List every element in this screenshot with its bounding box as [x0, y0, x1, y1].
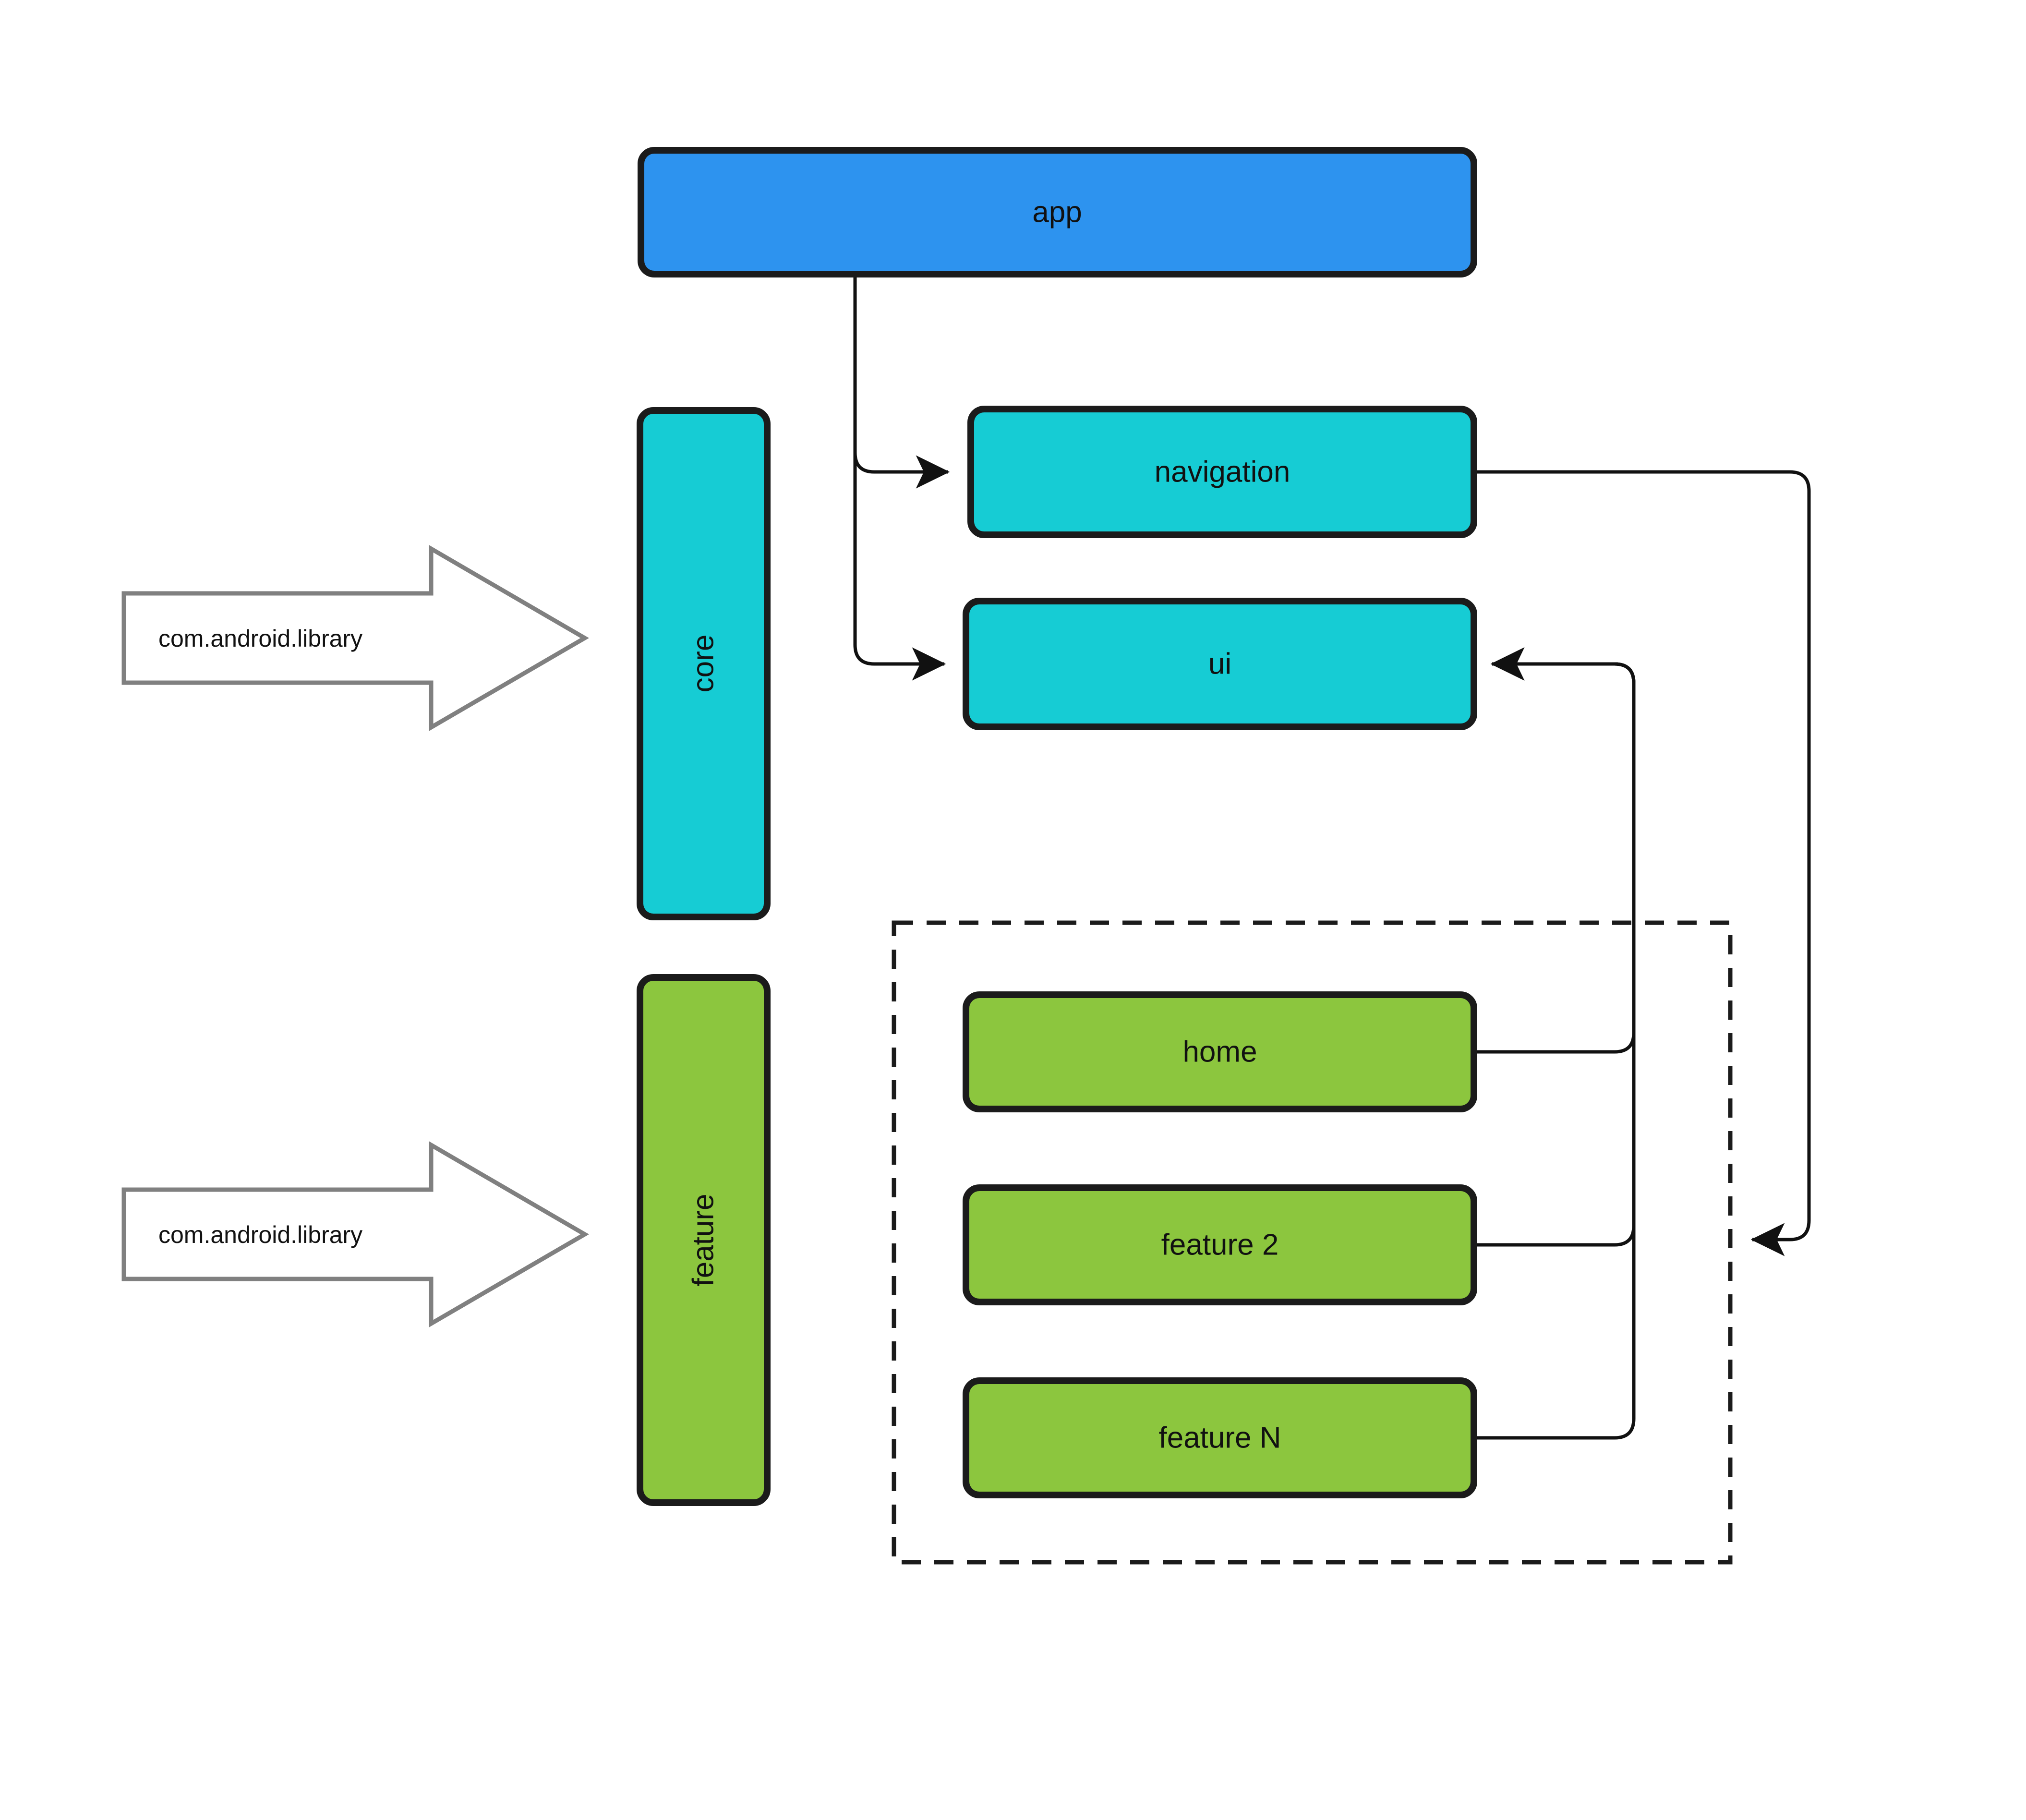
- node-feature-2[interactable]: feature 2: [963, 1184, 1477, 1305]
- node-feature-label: feature: [687, 1193, 720, 1286]
- legend-core-label: com.android.library: [158, 625, 362, 652]
- edge-navigation-to-feature-group: [1474, 470, 1811, 1256]
- legend-feature: com.android.library: [121, 1141, 589, 1327]
- node-core[interactable]: core: [637, 407, 771, 920]
- legend-core-arrow-icon: [121, 545, 589, 731]
- node-feature-2-box[interactable]: [963, 1184, 1477, 1305]
- node-app[interactable]: app: [638, 147, 1477, 277]
- node-feature-n[interactable]: feature N: [963, 1377, 1477, 1498]
- node-ui-box[interactable]: [963, 598, 1477, 730]
- node-feature[interactable]: feature: [637, 974, 771, 1506]
- feature-modules-group: [892, 920, 1733, 1565]
- node-home-box[interactable]: [963, 991, 1477, 1112]
- node-home[interactable]: home: [963, 991, 1477, 1112]
- node-feature-box[interactable]: [637, 974, 771, 1506]
- node-feature-n-label: feature N: [1158, 1422, 1281, 1455]
- node-feature-n-box[interactable]: [963, 1377, 1477, 1498]
- edge-app-to-navigation: [853, 274, 950, 489]
- legend-core: com.android.library: [121, 545, 589, 731]
- node-home-label: home: [1182, 1036, 1257, 1069]
- edge-home-to-ui: [1474, 647, 1636, 1054]
- node-app-box[interactable]: [638, 147, 1477, 277]
- edge-app-to-ui: [853, 274, 946, 681]
- node-navigation[interactable]: navigation: [967, 406, 1477, 538]
- node-core-box[interactable]: [637, 407, 771, 920]
- node-navigation-label: navigation: [1155, 456, 1290, 489]
- node-ui-label: ui: [1208, 648, 1231, 681]
- legend-feature-arrow-icon: [121, 1141, 589, 1327]
- edge-featureN-to-ui: [1474, 647, 1636, 1440]
- edge-feature2-to-ui: [1474, 647, 1636, 1247]
- node-core-label: core: [687, 635, 720, 693]
- legend-feature-label: com.android.library: [158, 1221, 362, 1248]
- node-app-label: app: [1032, 196, 1082, 229]
- node-navigation-box[interactable]: [967, 406, 1477, 538]
- node-ui[interactable]: ui: [963, 598, 1477, 730]
- node-feature-2-label: feature 2: [1161, 1229, 1279, 1262]
